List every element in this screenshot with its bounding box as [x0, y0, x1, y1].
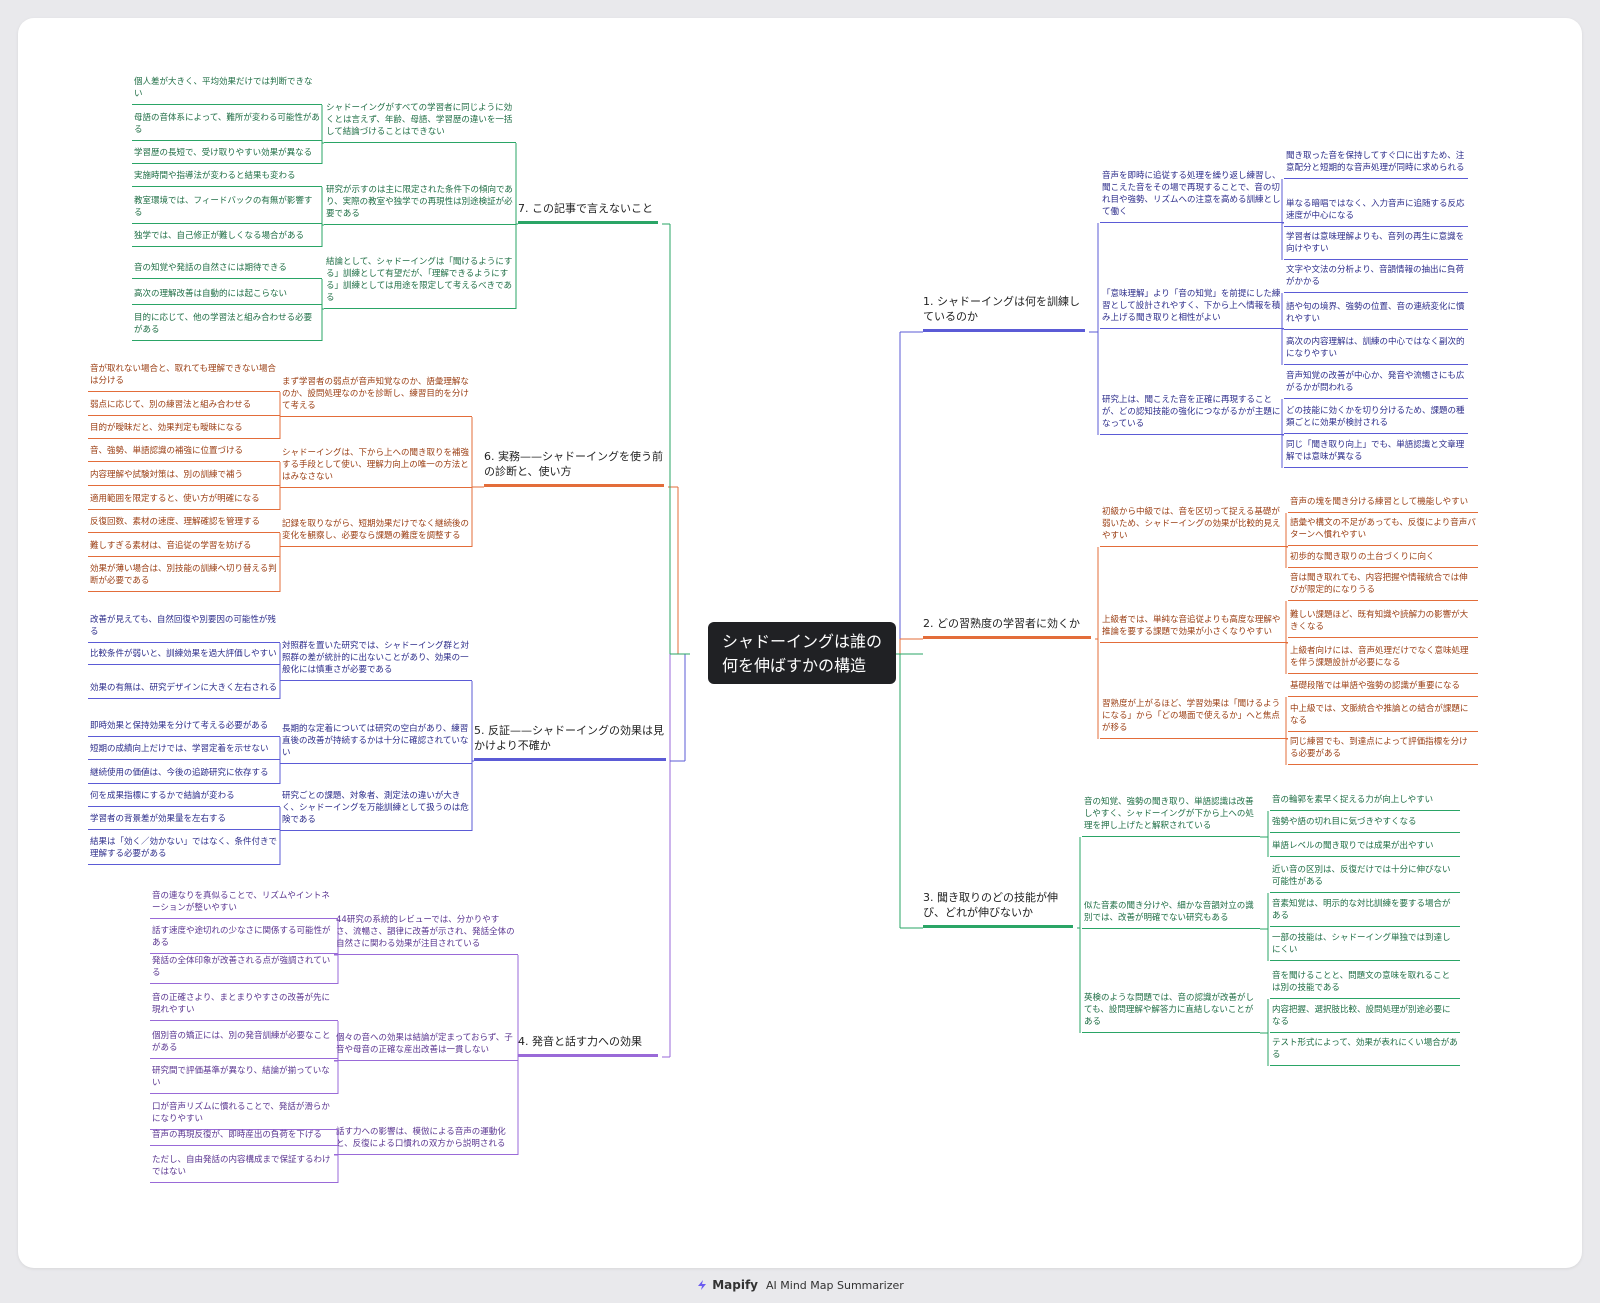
- branch-b5[interactable]: 5. 反証——シャドーイングの効果は見かけより不確か: [474, 723, 666, 761]
- branch-b6[interactable]: 6. 実務——シャドーイングを使う前の診断と、使い方: [484, 449, 664, 487]
- connector-lines: [279, 105, 1288, 1183]
- child-node[interactable]: シャドーイングがすべての学習者に同じように効くとは言えず、年齢、母語、学習歴の違…: [324, 102, 516, 143]
- grandchild-node[interactable]: テスト形式によって、効果が表れにくい場合がある: [1270, 1037, 1460, 1066]
- grandchild-node[interactable]: ただし、自由発話の内容構成まで保証するわけではない: [150, 1154, 338, 1183]
- branch-b3[interactable]: 3. 聞き取りのどの技能が伸び、どれが伸びないか: [923, 890, 1073, 928]
- grandchild-node[interactable]: 強勢や語の切れ目に気づきやすくなる: [1270, 816, 1460, 833]
- branch-b4[interactable]: 4. 発音と話す力への効果: [518, 1034, 658, 1057]
- grandchild-node[interactable]: 聞き取った音を保持してすぐ口に出すため、注意配分と短期的な音声処理が同時に求めら…: [1284, 150, 1468, 179]
- grandchild-node[interactable]: 高次の理解改善は自動的には起こらない: [132, 288, 322, 305]
- child-node[interactable]: 似た音素の聞き分けや、細かな音韻対立の識別では、改善が明確でない研究もある: [1082, 900, 1260, 929]
- grandchild-node[interactable]: 比較条件が弱いと、訓練効果を過大評価しやすい: [88, 648, 280, 665]
- grandchild-node[interactable]: 目的が曖昧だと、効果判定も曖昧になる: [88, 422, 280, 439]
- grandchild-node[interactable]: 音の連なりを真似ることで、リズムやイントネーションが整いやすい: [150, 890, 338, 919]
- grandchild-node[interactable]: 上級者向けには、音声処理だけでなく意味処理を伴う課題設計が必要になる: [1288, 645, 1478, 674]
- child-node[interactable]: 初級から中級では、音を区切って捉える基礎が弱いため、シャドーイングの効果が比較的…: [1100, 506, 1288, 547]
- mindmap-canvas: シャドーイングは誰の何を伸ばすかの構造 1. シャドーイングは何を訓練しているの…: [18, 18, 1582, 1268]
- grandchild-node[interactable]: 目的に応じて、他の学習法と組み合わせる必要がある: [132, 312, 322, 341]
- grandchild-node[interactable]: 何を成果指標にするかで結論が変わる: [88, 790, 280, 807]
- grandchild-node[interactable]: 音を聞けることと、問題文の意味を取れることは別の技能である: [1270, 970, 1460, 999]
- grandchild-node[interactable]: 難しすぎる素材は、音追従の学習を妨げる: [88, 540, 280, 557]
- grandchild-node[interactable]: 文字や文法の分析より、音韻情報の抽出に負荷がかかる: [1284, 264, 1468, 293]
- grandchild-node[interactable]: 音の正確さより、まとまりやすさの改善が先に現れやすい: [150, 992, 338, 1021]
- grandchild-node[interactable]: 音は聞き取れても、内容把握や情報統合では伸びが限定的になりうる: [1288, 572, 1478, 601]
- child-node[interactable]: 結論として、シャドーイングは「聞けるようにする」訓練として有望だが、「理解できる…: [324, 256, 516, 309]
- grandchild-node[interactable]: 反復回数、素材の速度、理解確認を管理する: [88, 516, 280, 533]
- grandchild-node[interactable]: 研究間で評価基準が異なり、結論が揃っていない: [150, 1065, 338, 1094]
- grandchild-node[interactable]: 初歩的な聞き取りの土台づくりに向く: [1288, 551, 1478, 568]
- grandchild-node[interactable]: 語彙や構文の不足があっても、反復により音声パターンへ慣れやすい: [1288, 517, 1478, 546]
- child-node[interactable]: 研究が示すのは主に限定された条件下の傾向であり、実際の教室や独学での再現性は別途…: [324, 184, 516, 225]
- grandchild-node[interactable]: 内容把握、選択肢比較、設問処理が別途必要になる: [1270, 1004, 1460, 1033]
- grandchild-node[interactable]: 個人差が大きく、平均効果だけでは判断できない: [132, 76, 322, 105]
- grandchild-node[interactable]: どの技能に効くかを切り分けるため、課題の種類ごとに効果が検討される: [1284, 405, 1468, 434]
- grandchild-node[interactable]: 学習者は意味理解よりも、音列の再生に意識を向けやすい: [1284, 231, 1468, 260]
- child-node[interactable]: シャドーイングは、下から上への聞き取りを補強する手段として使い、理解力向上の唯一…: [280, 447, 472, 488]
- grandchild-node[interactable]: 基礎段階では単語や強勢の認識が重要になる: [1288, 680, 1478, 697]
- grandchild-node[interactable]: 音声知覚の改善が中心か、発音や流暢さにも広がるかが問われる: [1284, 370, 1468, 399]
- grandchild-node[interactable]: 効果の有無は、研究デザインに大きく左右される: [88, 682, 280, 699]
- grandchild-node[interactable]: 音が取れない場合と、取れても理解できない場合は分ける: [88, 363, 280, 392]
- grandchild-node[interactable]: 適用範囲を限定すると、使い方が明確になる: [88, 493, 280, 510]
- mapify-logo-icon: [698, 1280, 707, 1290]
- branch-b7[interactable]: 7. この記事で言えないこと: [518, 201, 658, 224]
- grandchild-node[interactable]: 話す速度や途切れの少なさに関係する可能性がある: [150, 925, 338, 954]
- footer-tagline: AI Mind Map Summarizer: [766, 1279, 904, 1292]
- grandchild-node[interactable]: 音声の再現反復が、即時産出の負荷を下げる: [150, 1129, 338, 1146]
- child-node[interactable]: 音声を即時に追従する処理を繰り返し練習し、聞こえた音をその場で再現することで、音…: [1100, 170, 1284, 223]
- child-node[interactable]: 上級者では、単純な音追従よりも高度な理解や推論を要する課題で効果が小さくなりやす…: [1100, 614, 1288, 643]
- grandchild-node[interactable]: 同じ練習でも、到達点によって評価指標を分ける必要がある: [1288, 736, 1478, 765]
- grandchild-node[interactable]: 弱点に応じて、別の練習法と組み合わせる: [88, 399, 280, 416]
- grandchild-node[interactable]: 単語レベルの聞き取りでは成果が出やすい: [1270, 840, 1460, 857]
- grandchild-node[interactable]: 音、強勢、単語認識の補強に位置づける: [88, 445, 280, 462]
- grandchild-node[interactable]: 音の知覚や発話の自然さには期待できる: [132, 262, 322, 279]
- branch-b1[interactable]: 1. シャドーイングは何を訓練しているのか: [923, 294, 1085, 332]
- grandchild-node[interactable]: 学習歴の長短で、受け取りやすい効果が異なる: [132, 147, 322, 164]
- grandchild-node[interactable]: 実施時間や指導法が変わると結果も変わる: [132, 170, 322, 187]
- child-node[interactable]: 音の知覚、強勢の聞き取り、単語認識は改善しやすく、シャドーイングが下から上への処…: [1082, 796, 1260, 837]
- child-node[interactable]: 習熟度が上がるほど、学習効果は「聞けるようになる」から「どの場面で使えるか」へと…: [1100, 698, 1288, 739]
- child-node[interactable]: 「意味理解」より「音の知覚」を前提にした練習として設計されやすく、下から上へ情報…: [1100, 288, 1284, 329]
- footer: Mapify AI Mind Map Summarizer: [0, 1278, 1600, 1292]
- grandchild-node[interactable]: 口が音声リズムに慣れることで、発話が滑らかになりやすい: [150, 1101, 338, 1130]
- child-node[interactable]: 長期的な定着については研究の空白があり、練習直後の改善が持続するかは十分に確認さ…: [280, 723, 472, 764]
- child-node[interactable]: 話す力への影響は、模倣による音声の運動化と、反復による口慣れの双方から説明される: [334, 1126, 518, 1155]
- root-node[interactable]: シャドーイングは誰の何を伸ばすかの構造: [708, 622, 896, 684]
- grandchild-node[interactable]: 単なる暗唱ではなく、入力音声に追随する反応速度が中心になる: [1284, 198, 1468, 227]
- grandchild-node[interactable]: 即時効果と保持効果を分けて考える必要がある: [88, 720, 280, 737]
- grandchild-node[interactable]: 難しい課題ほど、既有知識や読解力の影響が大きくなる: [1288, 609, 1478, 638]
- grandchild-node[interactable]: 語や句の境界、強勢の位置、音の連続変化に慣れやすい: [1284, 301, 1468, 330]
- grandchild-node[interactable]: 学習者の背景差が効果量を左右する: [88, 813, 280, 830]
- child-node[interactable]: 英検のような問題では、音の認識が改善がしても、設問理解や解答力に直結しないことが…: [1082, 992, 1260, 1033]
- footer-brand[interactable]: Mapify: [712, 1278, 759, 1292]
- grandchild-node[interactable]: 高次の内容理解は、訓練の中心ではなく副次的になりやすい: [1284, 336, 1468, 365]
- branch-b2[interactable]: 2. どの習熟度の学習者に効くか: [923, 616, 1091, 639]
- child-node[interactable]: 対照群を置いた研究では、シャドーイング群と対照群の差が統計的に出ないことがあり、…: [280, 640, 472, 681]
- grandchild-node[interactable]: 独学では、自己修正が難しくなる場合がある: [132, 230, 322, 247]
- grandchild-node[interactable]: 発話の全体印象が改善される点が強調されている: [150, 955, 338, 984]
- grandchild-node[interactable]: 中上級では、文脈統合や推論との結合が課題になる: [1288, 703, 1478, 732]
- grandchild-node[interactable]: 近い音の区別は、反復だけでは十分に伸びない可能性がある: [1270, 864, 1460, 893]
- grandchild-node[interactable]: 音素知覚は、明示的な対比訓練を要する場合がある: [1270, 898, 1460, 927]
- child-node[interactable]: 個々の音への効果は結論が定まっておらず、子音や母音の正確な産出改善は一貫しない: [334, 1032, 518, 1061]
- grandchild-node[interactable]: 音声の塊を聞き分ける練習として機能しやすい: [1288, 496, 1478, 513]
- grandchild-node[interactable]: 結果は「効く／効かない」ではなく、条件付きで理解する必要がある: [88, 836, 280, 865]
- child-node[interactable]: 研究上は、聞こえた音を正確に再現することが、どの認知技能の強化につながるかが主題…: [1100, 394, 1284, 435]
- child-node[interactable]: まず学習者の弱点が音声知覚なのか、語彙理解なのか、設問処理なのかを診断し、練習目…: [280, 376, 472, 417]
- grandchild-node[interactable]: 短期の成績向上だけでは、学習定着を示せない: [88, 743, 280, 760]
- grandchild-node[interactable]: 教室環境では、フィードバックの有無が影響する: [132, 195, 322, 224]
- grandchild-node[interactable]: 改善が見えても、自然回復や別要因の可能性が残る: [88, 614, 280, 643]
- child-node[interactable]: 記録を取りながら、短期効果だけでなく継続後の変化を観察し、必要なら課題の難度を調…: [280, 518, 472, 547]
- child-node[interactable]: 44研究の系統的レビューでは、分かりやすさ、流暢さ、韻律に改善が示され、発話全体…: [334, 914, 518, 955]
- grandchild-node[interactable]: 効果が薄い場合は、別技能の訓練へ切り替える判断が必要である: [88, 563, 280, 592]
- child-node[interactable]: 研究ごとの課題、対象者、測定法の違いが大きく、シャドーイングを万能訓練として扱う…: [280, 790, 472, 831]
- grandchild-node[interactable]: 個別音の矯正には、別の発音訓練が必要なことがある: [150, 1030, 338, 1059]
- grandchild-node[interactable]: 内容理解や試験対策は、別の訓練で補う: [88, 469, 280, 486]
- grandchild-node[interactable]: 一部の技能は、シャドーイング単独では到達しにくい: [1270, 932, 1460, 961]
- grandchild-node[interactable]: 同じ「聞き取り向上」でも、単語認識と文章理解では意味が異なる: [1284, 439, 1468, 468]
- grandchild-node[interactable]: 母語の音体系によって、難所が変わる可能性がある: [132, 112, 322, 141]
- grandchild-node[interactable]: 音の輪郭を素早く捉える力が向上しやすい: [1270, 794, 1460, 811]
- grandchild-node[interactable]: 継続使用の価値は、今後の追跡研究に依存する: [88, 767, 280, 784]
